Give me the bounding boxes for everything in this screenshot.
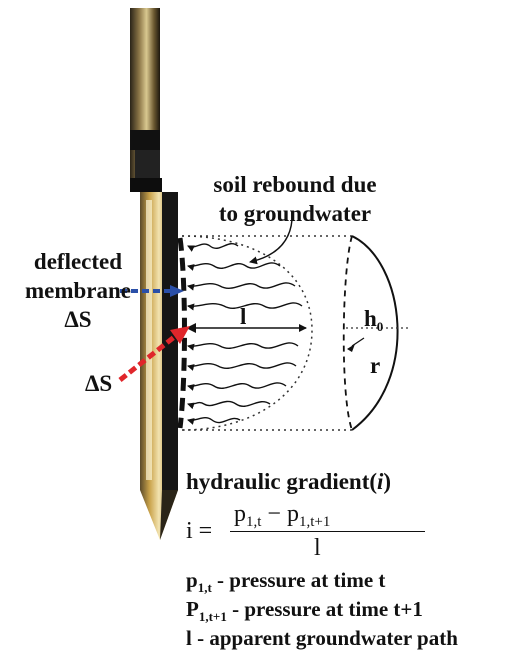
legend-line-2: P1,t+1 - pressure at time t+1	[186, 597, 423, 625]
gradient-formula: i = p1,t − p1,t+1 l	[186, 501, 446, 561]
soil-rebound-line2: to groundwater	[218, 201, 372, 226]
red-deltas-arrow	[118, 326, 190, 382]
soil-lens	[342, 235, 410, 431]
delta-s-text-2: ΔS	[85, 371, 113, 396]
h0-main: h	[364, 306, 377, 331]
legend-line-1: p1,t - pressure at time t	[186, 568, 385, 596]
deflected-text: deflected	[33, 249, 123, 274]
num-minus: − p	[261, 501, 299, 527]
legend-2-sym: P	[186, 597, 199, 621]
soil-rebound-label: soil rebound due to groundwater	[210, 173, 380, 225]
blue-membrane-arrow	[120, 285, 184, 297]
hg-i: i	[377, 469, 384, 494]
soil-rebound-line1: soil rebound due	[213, 172, 377, 197]
legend-2-text: - pressure at time t+1	[226, 597, 423, 621]
num-sub2: 1,t+1	[298, 514, 331, 530]
legend-3-sym: l	[186, 626, 192, 650]
rebound-envelope-dotted	[181, 235, 313, 431]
soil-rebound-callout-arrow	[249, 219, 293, 265]
num-p1: p	[234, 501, 246, 527]
h0-sub: 0	[376, 319, 384, 334]
legend-1-sym: p	[186, 568, 198, 592]
l-label: l	[240, 304, 247, 329]
l-arrow	[186, 323, 307, 333]
fraction-bar	[230, 531, 425, 532]
hg-text: hydraulic gradient(	[186, 469, 378, 494]
legend-line-3: l - apparent groundwater path	[186, 626, 458, 654]
r-label: r	[370, 353, 381, 378]
hg-close: )	[383, 469, 392, 494]
membrane-text: membrane	[24, 278, 132, 303]
legend-2-sub: 1,t+1	[198, 609, 227, 624]
formula-numerator: p1,t − p1,t+1	[234, 501, 330, 531]
legend-1-text: - pressure at time t	[211, 568, 386, 592]
flow-arrows	[187, 243, 303, 425]
formula-denominator: l	[314, 535, 321, 561]
formula-lhs: i =	[186, 518, 213, 544]
deflected-membrane-label: deflected membrane ΔS	[12, 250, 144, 331]
delta-s-text-1: ΔS	[64, 307, 92, 332]
hydraulic-gradient-heading: hydraulic gradient(i)	[186, 470, 391, 493]
legend-3-text: - apparent groundwater path	[191, 626, 458, 650]
num-sub1: 1,t	[246, 514, 262, 530]
h0-label: h0	[364, 307, 383, 333]
legend-1-sub: 1,t	[197, 580, 212, 595]
